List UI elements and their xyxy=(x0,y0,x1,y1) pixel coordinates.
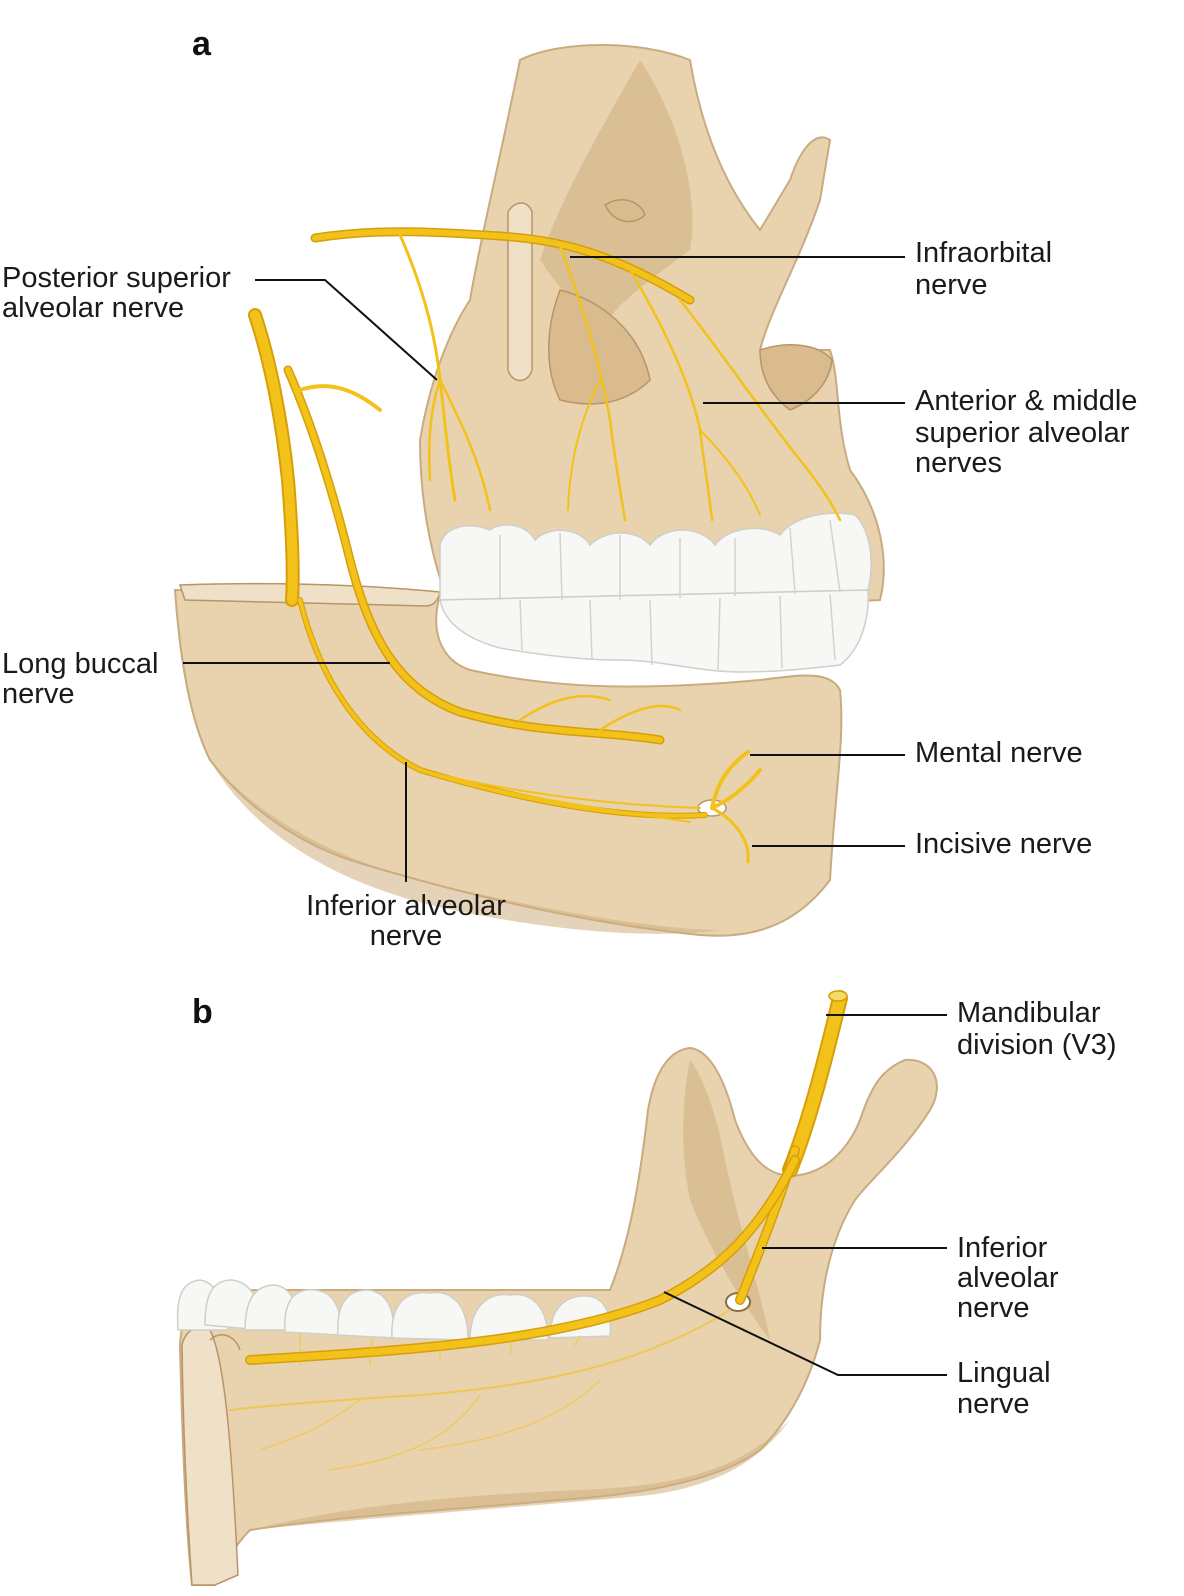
panel-a-letter: a xyxy=(192,25,212,63)
maxilla-illustration xyxy=(418,44,885,622)
label-mental: Mental nerve xyxy=(915,737,1083,769)
labels-b: Mandibular division (V3) Inferior alveol… xyxy=(663,997,1117,1420)
label-inferior-alveolar-b-1: Inferior xyxy=(957,1232,1048,1264)
panel-a: a xyxy=(2,25,1137,952)
panel-b: b xyxy=(176,990,1117,1586)
label-infraorbital-2: nerve xyxy=(915,269,988,301)
label-infraorbital-1: Infraorbital xyxy=(915,237,1052,269)
label-mandibular-division-2: division (V3) xyxy=(957,1029,1117,1061)
nerves-a xyxy=(248,227,842,864)
label-posterior-superior-1: Posterior superior xyxy=(2,262,231,294)
label-anterior-middle-2: superior alveolar xyxy=(915,417,1130,449)
leader-posterior-superior xyxy=(255,279,438,381)
teeth-a xyxy=(439,512,872,673)
label-lingual-1: Lingual xyxy=(957,1357,1051,1389)
label-posterior-superior-2: alveolar nerve xyxy=(2,292,184,324)
label-lingual-2: nerve xyxy=(957,1388,1030,1420)
label-inferior-alveolar-b-3: nerve xyxy=(957,1292,1030,1324)
label-anterior-middle-1: Anterior & middle xyxy=(915,385,1137,417)
label-mandibular-division-1: Mandibular xyxy=(957,997,1101,1029)
label-long-buccal-2: nerve xyxy=(2,678,75,710)
panel-b-letter: b xyxy=(192,993,213,1031)
leader-lingual xyxy=(663,1291,947,1376)
label-incisive: Incisive nerve xyxy=(915,828,1092,860)
label-long-buccal-1: Long buccal xyxy=(2,648,158,680)
mandible-illustration-a xyxy=(173,582,843,937)
label-inferior-alveolar-b-2: alveolar xyxy=(957,1262,1059,1294)
label-anterior-middle-3: nerves xyxy=(915,447,1002,479)
label-inferior-alveolar-a-2: nerve xyxy=(370,920,443,952)
labels-a: Posterior superior alveolar nerve Infrao… xyxy=(2,237,1137,952)
label-inferior-alveolar-a-1: Inferior alveolar xyxy=(306,890,506,922)
nerves-b xyxy=(229,990,848,1471)
